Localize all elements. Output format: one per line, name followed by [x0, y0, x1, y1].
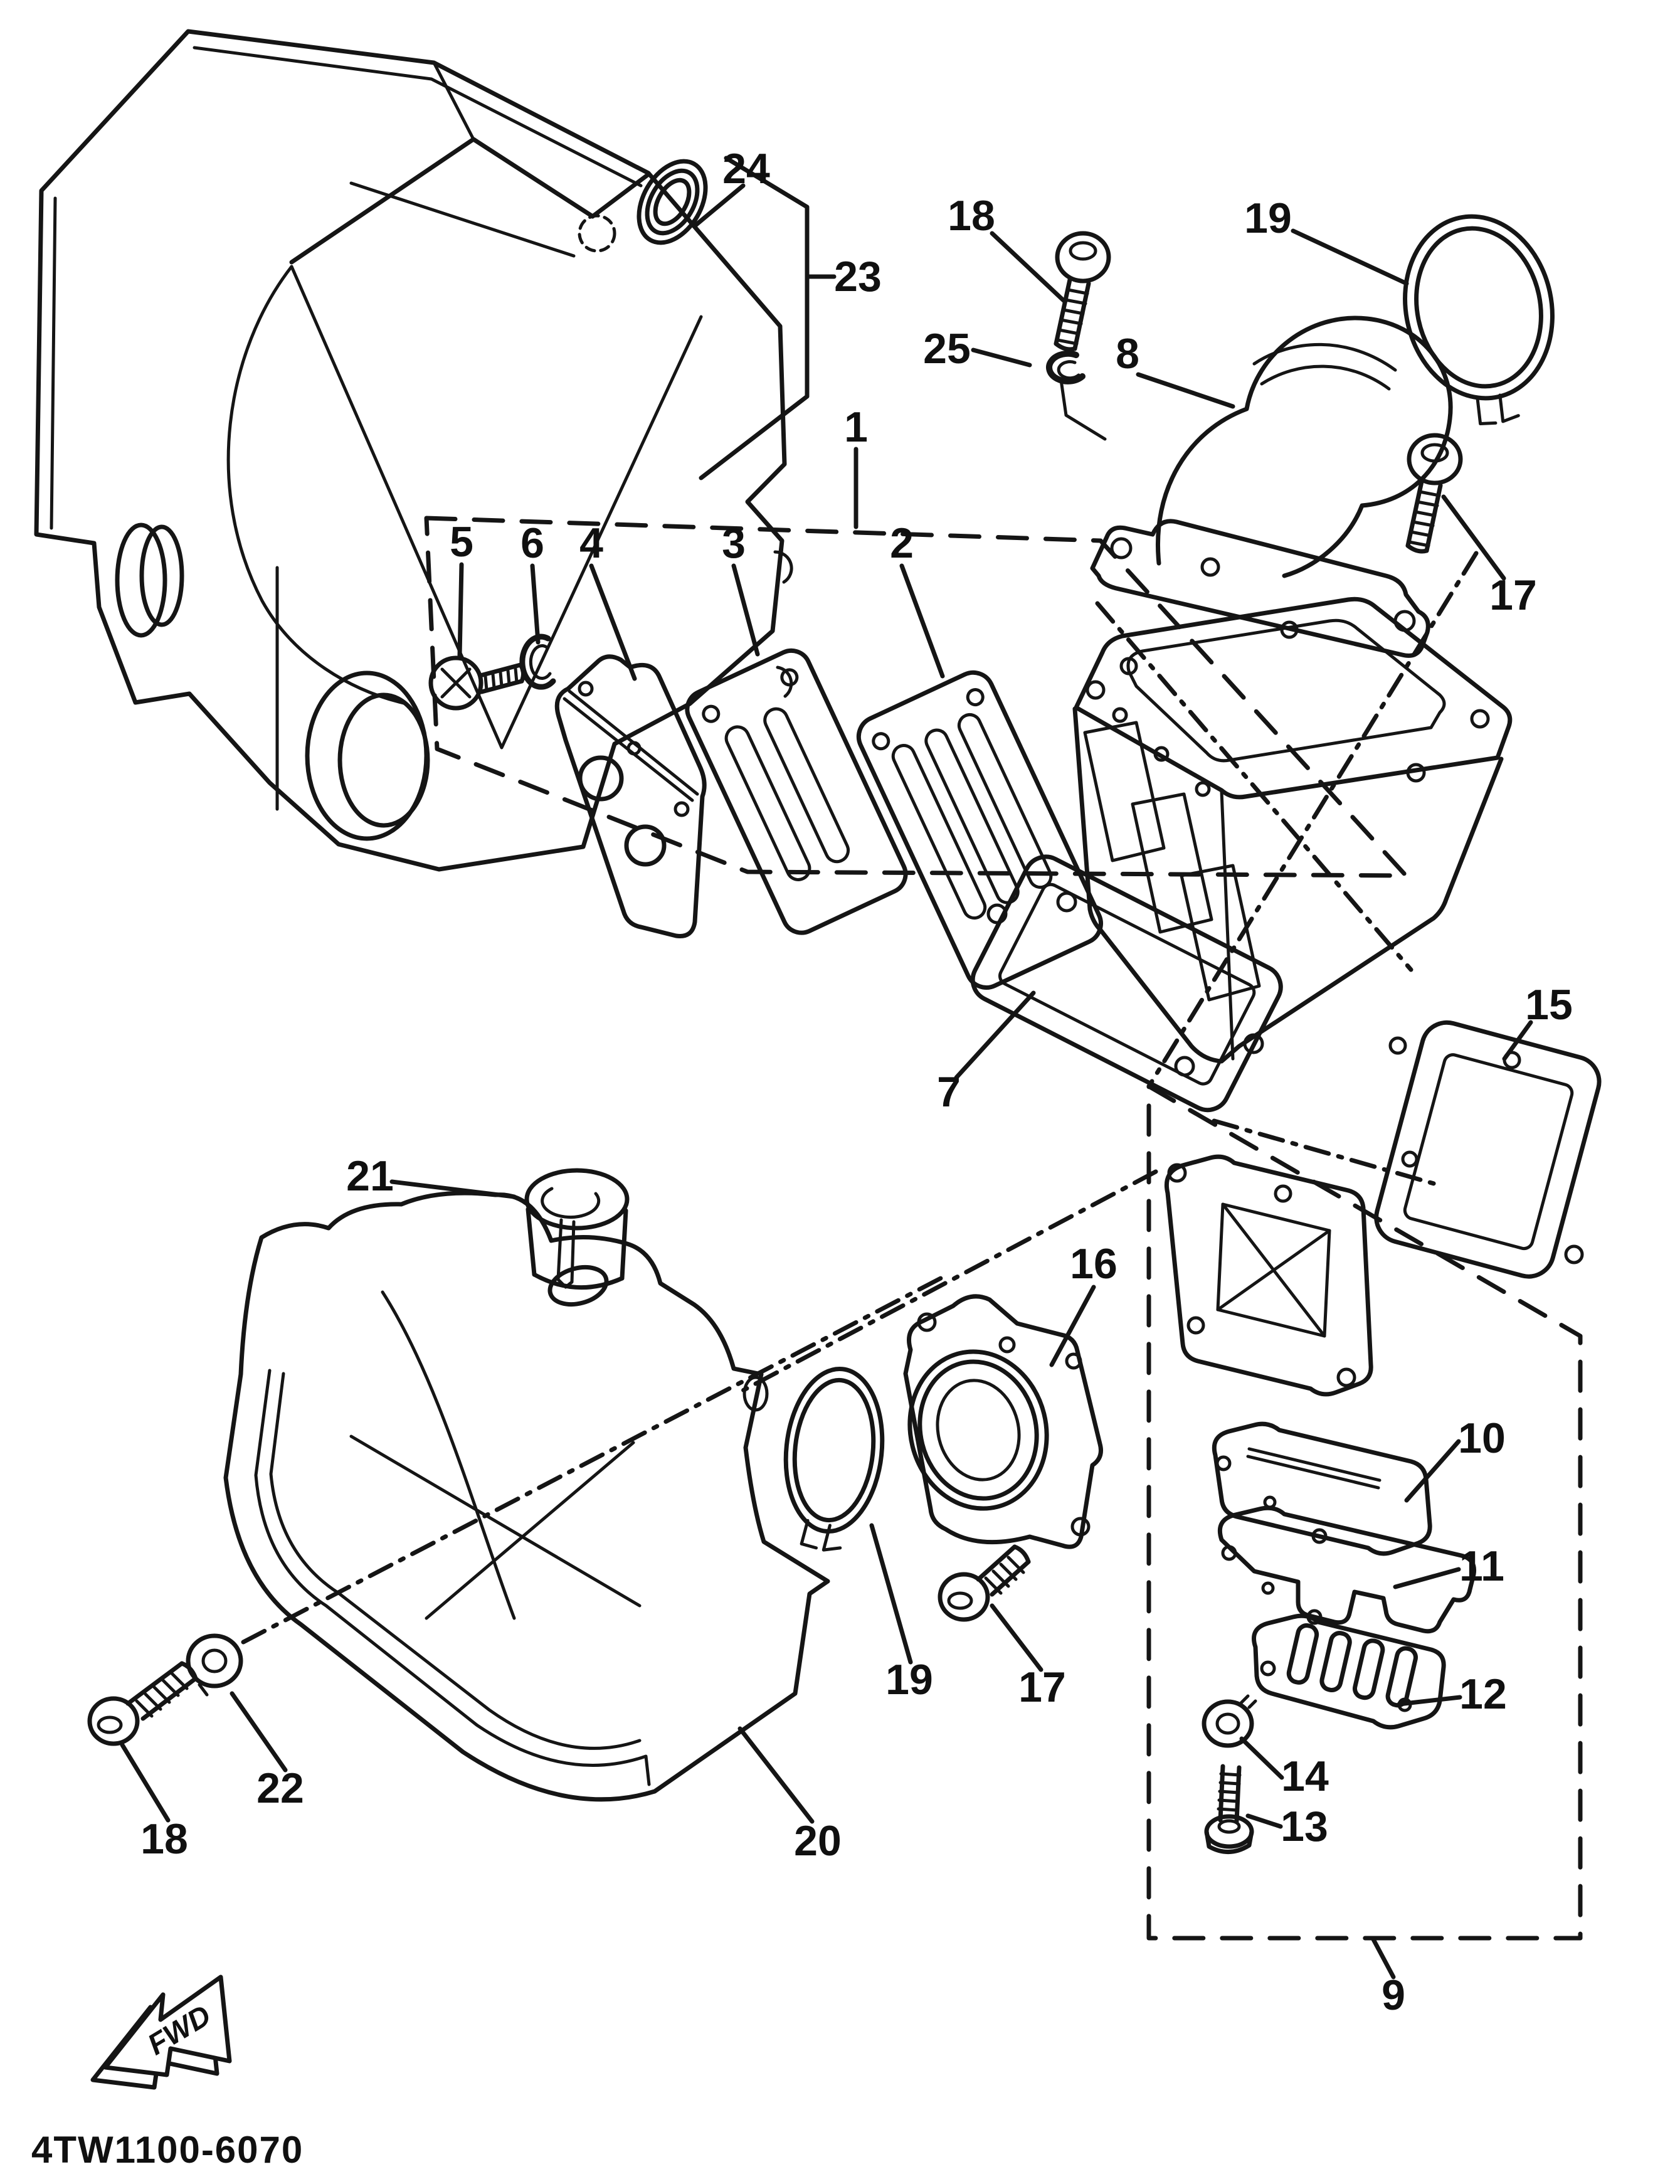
- part-label-23: 23: [834, 253, 882, 300]
- part-label-1: 1: [844, 403, 868, 451]
- part-label-3: 3: [722, 519, 746, 567]
- valve-stopper-12: [1252, 1613, 1446, 1730]
- part-label-7: 7: [937, 1068, 961, 1116]
- assembly-box-1: [424, 516, 1408, 878]
- part-label-22: 22: [256, 1764, 304, 1812]
- part-label-15: 15: [1525, 981, 1573, 1029]
- valve-stopper-plate-4: [554, 654, 707, 939]
- air-duct-20: [223, 1190, 830, 1802]
- gasket-15: [1374, 1020, 1602, 1279]
- part-label-24: 24: [722, 145, 770, 193]
- reed-cage-bottom: [1165, 1154, 1373, 1397]
- part-label-11: 11: [1459, 1542, 1504, 1590]
- part-label-19-top: 19: [1244, 194, 1292, 242]
- part-label-19-bottom: 19: [885, 1656, 933, 1704]
- part-label-16: 16: [1070, 1240, 1117, 1288]
- fwd-arrow: FWD: [90, 1975, 232, 2090]
- reed-valve-10: [1212, 1421, 1432, 1556]
- reed-plate-11: [1217, 1505, 1477, 1634]
- washer-22: [186, 1633, 243, 1697]
- grommet-hole-dashed-circle: [578, 214, 616, 253]
- part-label-17-top: 17: [1489, 571, 1537, 619]
- part-label-6: 6: [520, 519, 544, 567]
- part-label-21: 21: [346, 1152, 394, 1200]
- part-label-12: 12: [1459, 1670, 1507, 1718]
- part-label-18-top: 18: [948, 192, 995, 240]
- washer-14: [1202, 1694, 1257, 1748]
- grommet-24: [637, 159, 708, 245]
- part-label-20: 20: [794, 1817, 842, 1865]
- bushing-21: [524, 1168, 630, 1290]
- intake-manifold-8: [1090, 315, 1453, 658]
- part-code: 4TW1100-6070: [31, 2129, 304, 2171]
- part-label-13: 13: [1281, 1803, 1328, 1850]
- link-lines: [241, 551, 1479, 1645]
- part-label-5: 5: [450, 518, 473, 566]
- air-cleaner-case: [34, 29, 793, 872]
- part-label-8: 8: [1116, 330, 1139, 378]
- clamp-19-bottom: [783, 1366, 885, 1552]
- e-clip-25: [1046, 350, 1086, 384]
- part-label-4: 4: [579, 519, 603, 567]
- reed-cage-top: [1072, 596, 1513, 1064]
- part-label-25: 25: [923, 325, 971, 373]
- screw-13: [1204, 1764, 1254, 1854]
- bolt-18-top: [1054, 231, 1111, 352]
- part-label-9: 9: [1382, 1971, 1405, 2019]
- part-label-18-bottom: 18: [140, 1815, 188, 1863]
- clamp-19-top: [1403, 214, 1555, 426]
- part-label-2: 2: [890, 519, 914, 567]
- bolt-17-top: [1405, 433, 1463, 554]
- bolt-17-bottom: [938, 1544, 1031, 1622]
- gasket-7: [970, 854, 1283, 1113]
- clip-25-link-line: [1059, 378, 1107, 441]
- reed-valve-2: [856, 670, 1103, 990]
- part-label-10: 10: [1458, 1414, 1506, 1462]
- part-labels: 1 2 3 4 5 6 7 8 9 10 11 12 13 14 15 16 1…: [140, 145, 1573, 2019]
- leader-lines: [120, 183, 1533, 1980]
- part-label-14: 14: [1281, 1752, 1329, 1800]
- reed-plate-3: [685, 648, 908, 935]
- carburetor-joint-16: [903, 1294, 1103, 1549]
- part-label-17-bottom: 17: [1018, 1663, 1066, 1711]
- screw-5: [428, 655, 526, 711]
- bracket-23: [699, 156, 837, 480]
- bolt-18-bottom: [87, 1661, 198, 1746]
